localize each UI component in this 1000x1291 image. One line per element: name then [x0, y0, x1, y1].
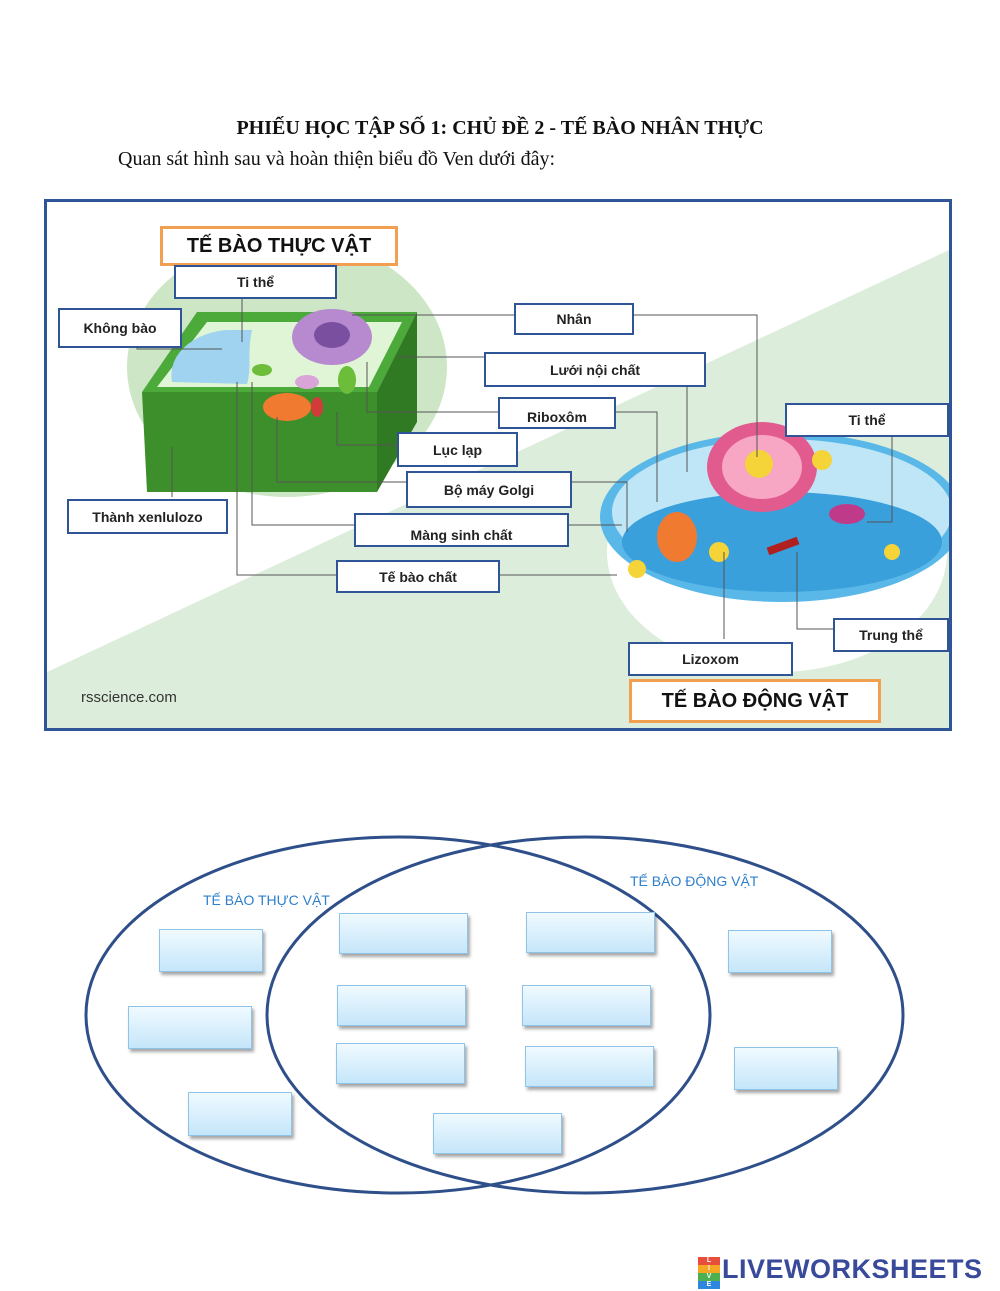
answer-box-common-6[interactable] — [525, 1046, 654, 1087]
cell-illustration — [47, 202, 949, 728]
cell-diagram-figure: TẾ BÀO THỰC VẬT TẾ BÀO ĐỘNG VẬT Ti thể K… — [44, 199, 952, 731]
worksheet-instruction: Quan sát hình sau và hoàn thiện biểu đồ … — [118, 148, 556, 170]
answer-box-plant-1[interactable] — [159, 929, 263, 972]
label-ti-the-animal: Ti thể — [785, 403, 949, 437]
worksheet-title: PHIẾU HỌC TẬP SỐ 1: CHỦ ĐỀ 2 - TẾ BÀO NH… — [236, 117, 764, 139]
answer-box-plant-2[interactable] — [128, 1006, 252, 1049]
label-trung-the: Trung thể — [833, 618, 949, 652]
image-credit: rsscience.com — [81, 689, 177, 706]
label-te-bao-chat: Tế bào chất — [336, 560, 500, 593]
answer-box-common-5[interactable] — [336, 1043, 465, 1084]
answer-box-plant-3[interactable] — [188, 1092, 292, 1136]
animal-mitochondrion — [829, 504, 865, 524]
brand-logo-text: LIVEWORKSHEETS — [722, 1254, 983, 1284]
answer-box-animal-2[interactable] — [734, 1047, 838, 1090]
label-nhan: Nhân — [514, 303, 634, 335]
liveworksheets-logo[interactable]: L I V E LIVEWORKSHEETS — [698, 1254, 983, 1289]
answer-box-common-7[interactable] — [433, 1113, 562, 1154]
animal-cell — [600, 422, 949, 602]
venn-left-ellipse — [84, 835, 712, 1195]
answer-box-common-4[interactable] — [522, 985, 651, 1026]
label-luoi-noi-chat: Lưới nội chất — [484, 352, 706, 387]
venn-right-ellipse — [265, 835, 905, 1195]
venn-right-title: TẾ BÀO ĐỘNG VẬT — [630, 873, 759, 889]
vacuole — [171, 330, 252, 384]
label-lizoxom: Lizoxom — [628, 642, 793, 676]
label-khong-bao: Không bào — [58, 308, 182, 348]
plant-cell-header: TẾ BÀO THỰC VẬT — [160, 226, 398, 266]
animal-golgi — [657, 512, 697, 562]
label-riboxom: Riboxôm — [498, 397, 616, 429]
animal-cell-header: TẾ BÀO ĐỘNG VẬT — [629, 679, 881, 723]
label-luc-lap: Lục lạp — [397, 432, 518, 467]
label-bo-may-golgi: Bộ máy Golgi — [406, 471, 572, 508]
answer-box-common-3[interactable] — [337, 985, 466, 1026]
answer-box-animal-1[interactable] — [728, 930, 832, 973]
plant-golgi — [263, 393, 311, 421]
label-mang-sinh-chat: Màng sinh chất — [354, 513, 569, 547]
label-ti-the-plant: Ti thể — [174, 265, 337, 299]
label-thanh-xenlulozo: Thành xenlulozo — [67, 499, 228, 534]
venn-left-title: TẾ BÀO THỰC VẬT — [203, 892, 330, 908]
answer-box-common-1[interactable] — [339, 913, 468, 954]
answer-box-common-2[interactable] — [526, 912, 655, 953]
brand-logo-icon: L I V E — [698, 1256, 720, 1289]
